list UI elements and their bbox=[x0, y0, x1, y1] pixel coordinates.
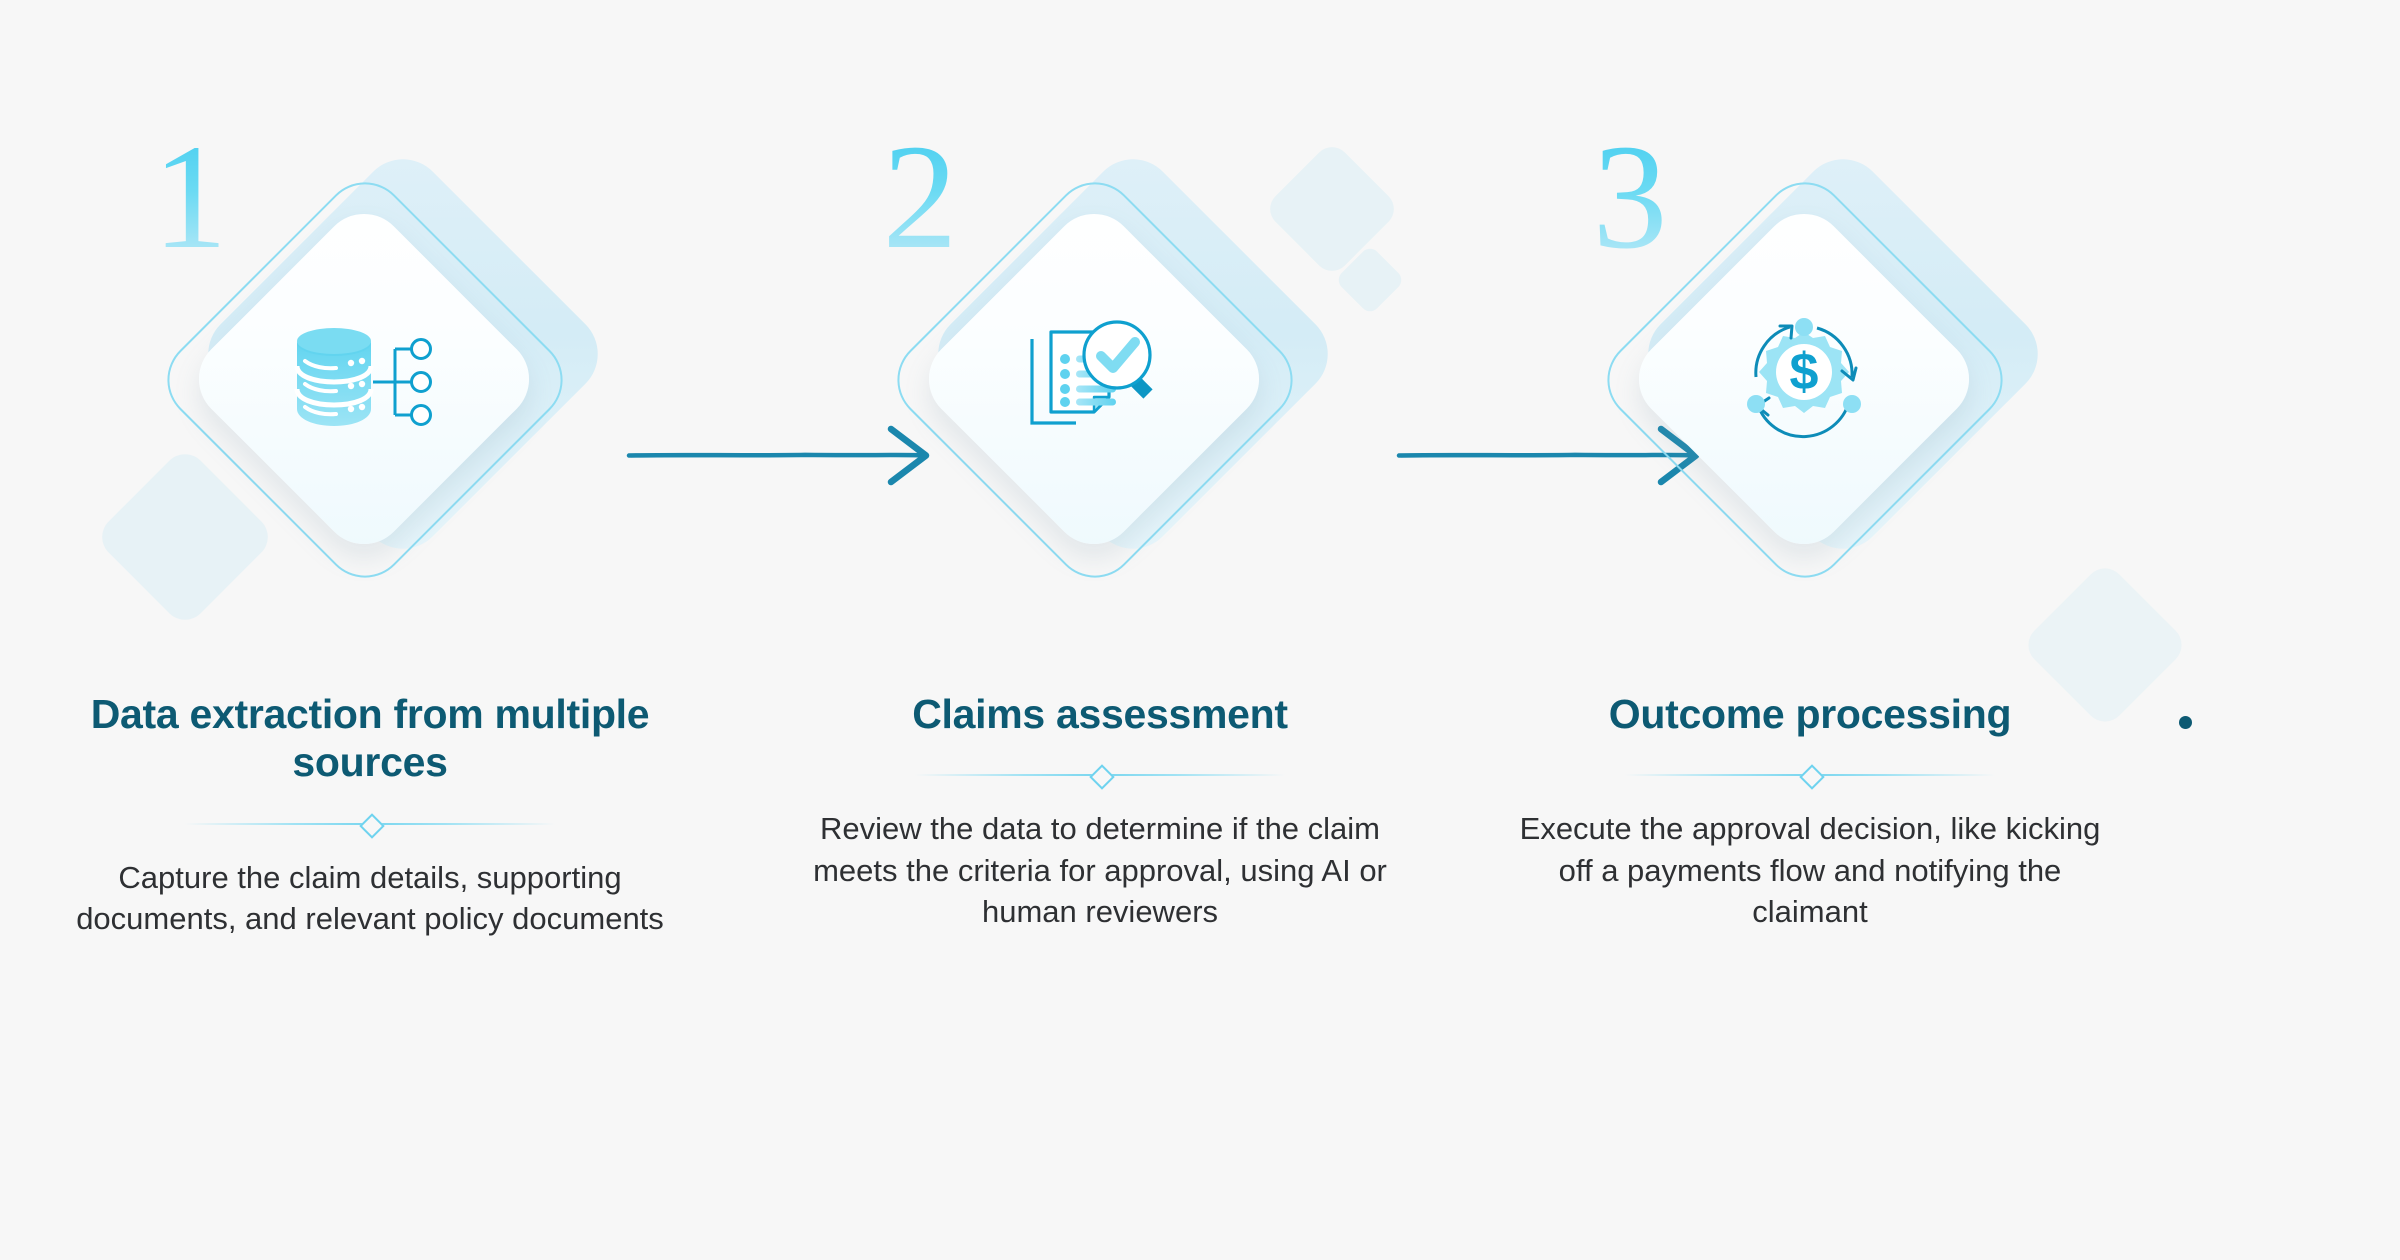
step-1-diamond-stack bbox=[135, 130, 616, 600]
divider-diamond-icon bbox=[1089, 764, 1115, 791]
step-2-text: Claims assessment Review the data to det… bbox=[790, 690, 1410, 932]
arrow-right-icon bbox=[626, 425, 930, 486]
gear-dollar-cycle-icon: $ bbox=[1747, 318, 1861, 439]
step-1-icon-holder bbox=[235, 250, 493, 508]
step-2-diamond-stack bbox=[865, 130, 1346, 600]
document-checklist-magnifier-icon bbox=[1030, 319, 1153, 425]
step-2: 2 Claims assessment Review the data to d… bbox=[720, 0, 1480, 1260]
arrow-right-icon bbox=[1396, 425, 1700, 486]
step-3-description: Execute the approval decision, like kick… bbox=[1519, 811, 2101, 929]
step-2-description: Review the data to determine if the clai… bbox=[813, 811, 1387, 929]
step-2-icon-holder bbox=[965, 250, 1223, 508]
step-3-divider bbox=[1625, 764, 1995, 791]
svg-text:$: $ bbox=[1790, 343, 1819, 401]
step-3: $ bbox=[1430, 0, 2190, 1260]
step-3-icon-holder: $ bbox=[1675, 250, 1933, 508]
divider-diamond-icon bbox=[359, 813, 385, 839]
step-1-divider bbox=[185, 813, 555, 839]
step-1: 1 Data extraction from multiple sources … bbox=[0, 0, 750, 1260]
arrow-step-2-to-3 bbox=[1395, 415, 1725, 495]
step-3-title: Outcome processing bbox=[1608, 691, 2012, 737]
step-2-divider bbox=[915, 764, 1285, 791]
arrow-step-1-to-2 bbox=[625, 415, 955, 495]
step-3-text: Outcome processing Execute the approval … bbox=[1500, 690, 2120, 932]
divider-diamond-icon bbox=[1799, 764, 1825, 791]
step-3-diamond-stack: $ bbox=[1575, 130, 2056, 600]
deco-dot-bottom-right bbox=[2179, 716, 2192, 729]
step-1-text: Data extraction from multiple sources Ca… bbox=[60, 690, 680, 939]
step-3-number: 3 bbox=[1592, 114, 1668, 280]
step-2-number: 2 bbox=[882, 114, 958, 280]
database-branch-icon bbox=[294, 328, 432, 426]
step-1-number: 1 bbox=[152, 114, 228, 280]
step-2-title: Claims assessment bbox=[912, 691, 1288, 737]
step-1-description: Capture the claim details, supporting do… bbox=[76, 859, 664, 936]
step-1-title: Data extraction from multiple sources bbox=[90, 691, 650, 786]
